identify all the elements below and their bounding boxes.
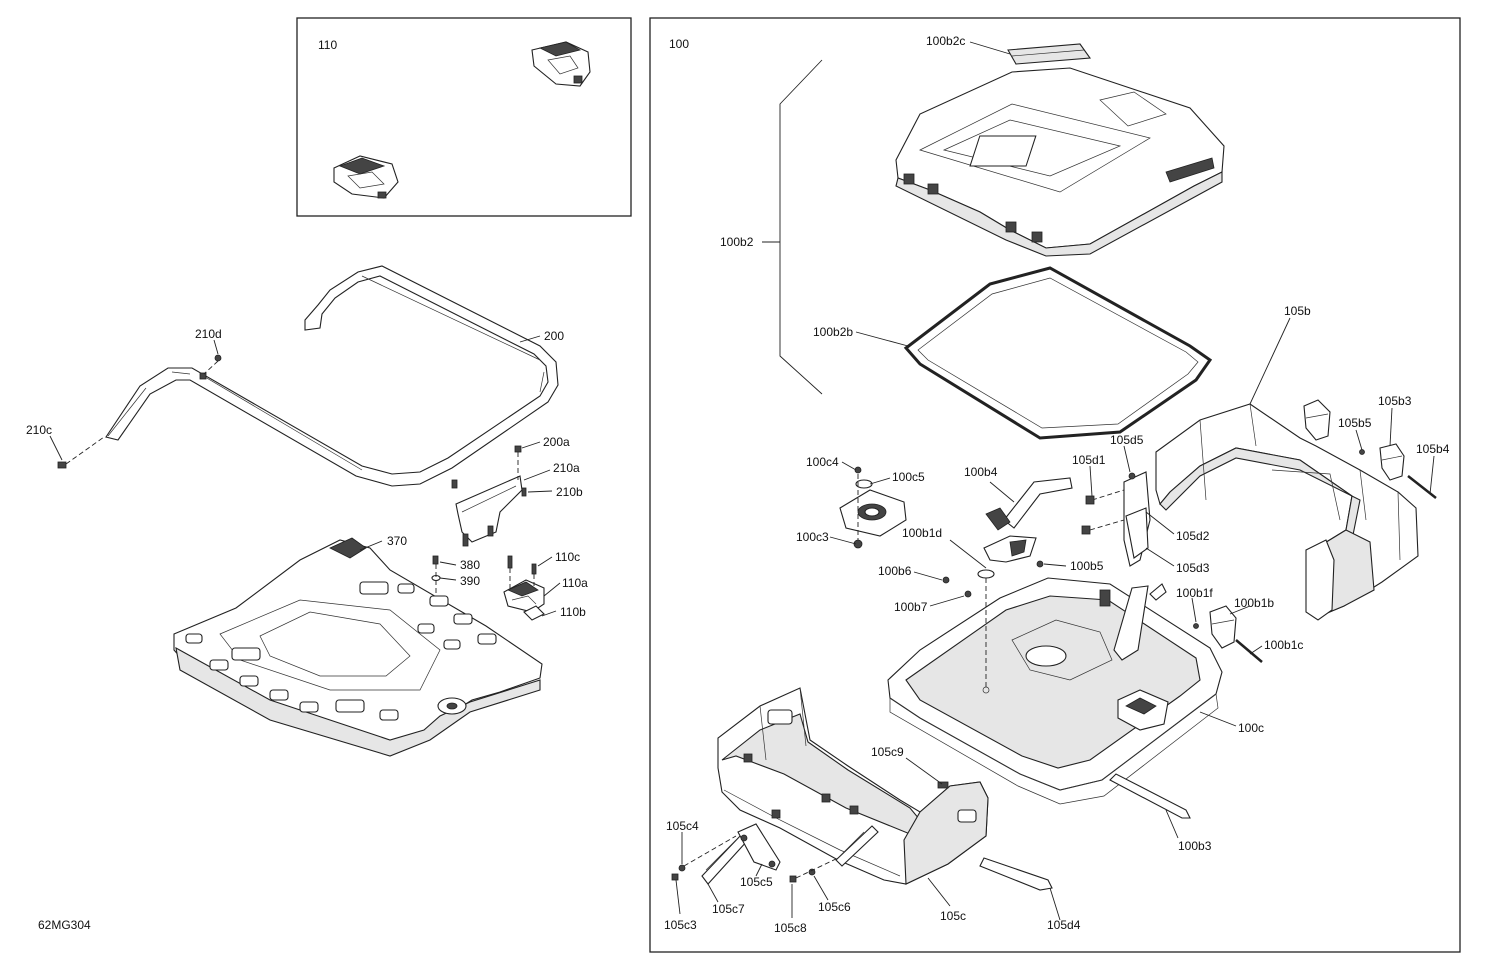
anchor-110-bottom — [333, 155, 399, 199]
label-100b2c: 100b2c — [926, 34, 965, 48]
label-105c8: 105c8 — [774, 921, 807, 935]
label-100b1c: 100b1c — [1264, 638, 1303, 652]
label-105b3: 105b3 — [1378, 394, 1412, 408]
label-390: 390 — [460, 574, 480, 588]
label-105b: 105b — [1284, 304, 1311, 318]
label-380: 380 — [460, 558, 480, 572]
strap-100b3 — [1109, 773, 1191, 819]
bracket-210a — [455, 475, 523, 547]
label-105b4: 105b4 — [1416, 442, 1450, 456]
label-100b1b: 100b1b — [1234, 596, 1274, 610]
leader-lines — [49, 41, 1435, 921]
label-105c7: 105c7 — [712, 902, 745, 916]
kit-frame-100 — [649, 17, 1461, 953]
strap-105d4 — [979, 857, 1053, 891]
label-105c6: 105c6 — [818, 900, 851, 914]
nut-100b6 — [942, 576, 950, 584]
label-100b6: 100b6 — [878, 564, 912, 578]
label-210a: 210a — [553, 461, 580, 475]
label-105c5: 105c5 — [740, 875, 773, 889]
label-100b3: 100b3 — [1178, 839, 1212, 853]
label-100c4: 100c4 — [806, 455, 839, 469]
base-tub-100c — [887, 577, 1223, 805]
label-110b: 110b — [560, 605, 586, 619]
label-105c9: 105c9 — [871, 745, 904, 759]
buckle-100b1d — [977, 535, 1037, 690]
label-200: 200 — [544, 329, 564, 343]
label-105d1: 105d1 — [1072, 453, 1106, 467]
label-105c4: 105c4 — [666, 819, 699, 833]
seal-100b2b — [903, 266, 1213, 440]
nut-100b5 — [1036, 560, 1044, 568]
label-110a: 110a — [562, 576, 588, 590]
label-100b2: 100b2 — [720, 235, 754, 249]
hinge-105d — [1081, 471, 1151, 567]
label-100c3: 100c3 — [796, 530, 829, 544]
anchor-110-top — [531, 41, 591, 87]
label-110c: 110c — [555, 550, 580, 564]
label-100b4: 100b4 — [964, 465, 998, 479]
label-210d: 210d — [195, 327, 222, 341]
label-100c: 100c — [1238, 721, 1264, 735]
label-105d3: 105d3 — [1176, 561, 1210, 575]
diagram-id: 62MG304 — [38, 918, 91, 932]
label-100b5: 100b5 — [1070, 559, 1104, 573]
strap-100b4 — [985, 477, 1167, 661]
roof-plate-370 — [173, 537, 543, 757]
fasteners-200 — [57, 354, 527, 497]
label-100b2b: 100b2b — [813, 325, 853, 339]
label-100: 100 — [669, 37, 689, 51]
label-210c: 210c — [26, 423, 52, 437]
label-105d5: 105d5 — [1110, 433, 1144, 447]
bracket-100b2 — [779, 59, 823, 395]
hinge-105c5 — [737, 823, 781, 871]
mount-100c — [839, 466, 907, 549]
label-100b7: 100b7 — [894, 600, 928, 614]
label-100b1f: 100b1f — [1176, 586, 1213, 600]
rear-section-105b — [1155, 403, 1419, 621]
latch-105b3 — [1303, 399, 1405, 481]
label-105d2: 105d2 — [1176, 529, 1210, 543]
label-200a: 200a — [543, 435, 570, 449]
lid-100b2 — [895, 67, 1225, 257]
callout-labels: 110 100 100b2c 100b2 100b2b 105b 105b3 1… — [26, 34, 1450, 935]
label-100c5: 100c5 — [892, 470, 925, 484]
chain-105c7 — [701, 825, 879, 885]
nut-100b7 — [964, 590, 972, 598]
label-105c: 105c — [940, 909, 966, 923]
label-105c3: 105c3 — [664, 918, 697, 932]
label-210b: 210b — [556, 485, 583, 499]
rail-200 — [105, 265, 559, 487]
label-370: 370 — [387, 534, 407, 548]
decal-100b2c — [1007, 43, 1092, 65]
latch-100b1b — [1193, 605, 1263, 663]
label-105b5: 105b5 — [1338, 416, 1372, 430]
front-section-105c — [717, 687, 989, 885]
inset-frame-110 — [296, 17, 632, 217]
fasteners-105c — [671, 835, 839, 883]
label-100b1d: 100b1d — [902, 526, 942, 540]
label-110: 110 — [318, 38, 337, 52]
anchor-110a — [431, 555, 545, 621]
pin-105b4 — [1359, 449, 1437, 499]
label-105d4: 105d4 — [1047, 918, 1081, 932]
